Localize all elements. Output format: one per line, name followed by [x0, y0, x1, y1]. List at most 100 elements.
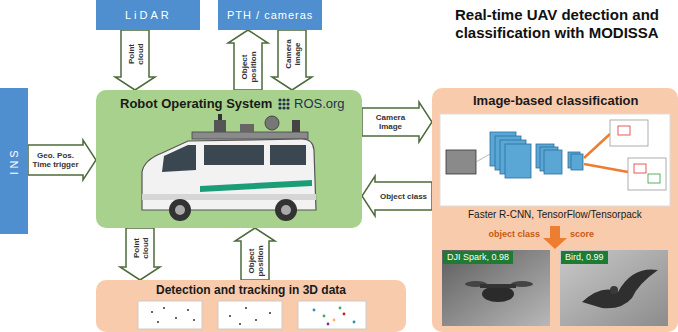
- node-heading: Image-based classification: [473, 93, 638, 109]
- network-figure: [440, 114, 670, 206]
- ros-box: Robot Operating SystemROS.org: [96, 90, 362, 228]
- plot-part: [323, 315, 326, 318]
- block-arrow: [362, 176, 432, 216]
- detection-box: Detection and tracking in 3D data: [96, 280, 406, 332]
- node-subtext: ROS.org: [294, 96, 345, 112]
- van-body-part: [169, 199, 191, 221]
- plot-part: [313, 309, 316, 312]
- plot-part: [339, 307, 342, 310]
- edge-label: Object position: [239, 45, 257, 88]
- network-figure-part: [571, 154, 583, 170]
- network-figure-part: [584, 134, 610, 158]
- van-body: [142, 139, 316, 221]
- plot-part: [269, 312, 271, 314]
- edge-label: Point cloud: [131, 230, 149, 265]
- title: Real-time UAV detection and classificati…: [440, 6, 674, 42]
- network-figure-part: [584, 164, 628, 172]
- node-heading: LiDAR: [125, 9, 172, 22]
- ros-logo-part: [282, 106, 285, 109]
- plot-part: [229, 315, 231, 317]
- plot-part: [138, 301, 202, 329]
- detection-banner: DJI Spark, 0.98: [443, 251, 513, 264]
- network-figure-part: [648, 174, 660, 183]
- node-heading: Detection and tracking in 3D data: [156, 283, 346, 297]
- block-arrow: [120, 228, 160, 280]
- plot-part: [157, 321, 159, 323]
- network-figure-part: [476, 154, 490, 162]
- plot-part: [353, 321, 356, 324]
- van-body-part: [270, 145, 306, 165]
- ros-logo-part: [282, 98, 285, 101]
- result-images-part: [442, 250, 550, 326]
- plot-part: [298, 301, 366, 329]
- roof-sensors-part: [240, 124, 254, 132]
- network-figure-part: [628, 158, 666, 190]
- roof-sensors: [192, 114, 308, 139]
- sensor-box: INS: [0, 88, 28, 234]
- ros-logo-part: [286, 106, 289, 109]
- van-body-part: [142, 139, 316, 210]
- plot-part: [187, 309, 189, 311]
- edge-label: Geo. Pos. Time trigger: [30, 151, 81, 169]
- plot: [298, 301, 366, 329]
- plot-part: [245, 307, 247, 309]
- van-body-part: [175, 205, 185, 215]
- edge-label: Camera image: [283, 32, 301, 75]
- block-arrow: [235, 228, 275, 280]
- ros-logo-part: [278, 106, 281, 109]
- plot: [138, 301, 202, 329]
- edge-label: Point cloud: [126, 32, 144, 75]
- node-subtext: Faster R-CNN, TensorFlow/Tensorpack: [468, 209, 642, 221]
- detection-banner: Bird, 0.99: [561, 251, 608, 264]
- roof-sensors-part: [218, 114, 222, 120]
- plot: [218, 301, 282, 329]
- plot-part: [193, 319, 195, 321]
- ros-logo: [278, 98, 289, 109]
- ros-logo-part: [278, 98, 281, 101]
- plot-part: [343, 313, 346, 316]
- result-images: [442, 250, 668, 326]
- output-label: object class: [440, 229, 540, 240]
- ros-logo-part: [286, 102, 289, 105]
- edge-label: Object position: [246, 243, 264, 278]
- network-figure-part: [505, 144, 531, 178]
- network-figure-part: [440, 114, 670, 206]
- plot-part: [239, 323, 241, 325]
- block-arrow: [28, 140, 96, 180]
- output-label: score: [570, 229, 650, 240]
- network-figure-part: [610, 120, 648, 146]
- result-images-part: [582, 269, 658, 308]
- sensor-box: PTH / cameras: [218, 0, 322, 30]
- classification-box: Image-based classificationFaster R-CNN, …: [432, 88, 678, 332]
- van-body-part: [281, 205, 291, 215]
- block-arrow: [228, 30, 268, 90]
- plot-part: [151, 311, 153, 313]
- node-heading: PTH / cameras: [227, 9, 313, 22]
- result-images-part: [560, 250, 668, 326]
- network-figure-part: [618, 126, 630, 135]
- sensor-box: LiDAR: [96, 0, 200, 30]
- van-body-part: [200, 180, 312, 192]
- orange-arrow-part: [550, 226, 560, 239]
- block-arrow: [272, 30, 312, 90]
- roof-sensors-part: [265, 116, 279, 130]
- ros-logo-part: [282, 102, 285, 105]
- plot-part: [333, 319, 336, 322]
- ros-logo-part: [286, 98, 289, 101]
- network-figure-part: [634, 164, 646, 173]
- node-heading: INS: [8, 147, 21, 174]
- van-body-part: [275, 199, 297, 221]
- edge-label: Camera Image: [364, 113, 417, 131]
- plot-part: [175, 317, 177, 319]
- plot-part: [255, 319, 257, 321]
- block-arrow: [362, 102, 432, 142]
- orange-arrow-part: [543, 238, 567, 249]
- plot-part: [218, 301, 282, 329]
- ros-logo-part: [278, 102, 281, 105]
- plot-part: [163, 307, 165, 309]
- orange-arrow: [543, 226, 567, 249]
- result-images-part: [480, 284, 516, 288]
- van-body-part: [204, 145, 264, 165]
